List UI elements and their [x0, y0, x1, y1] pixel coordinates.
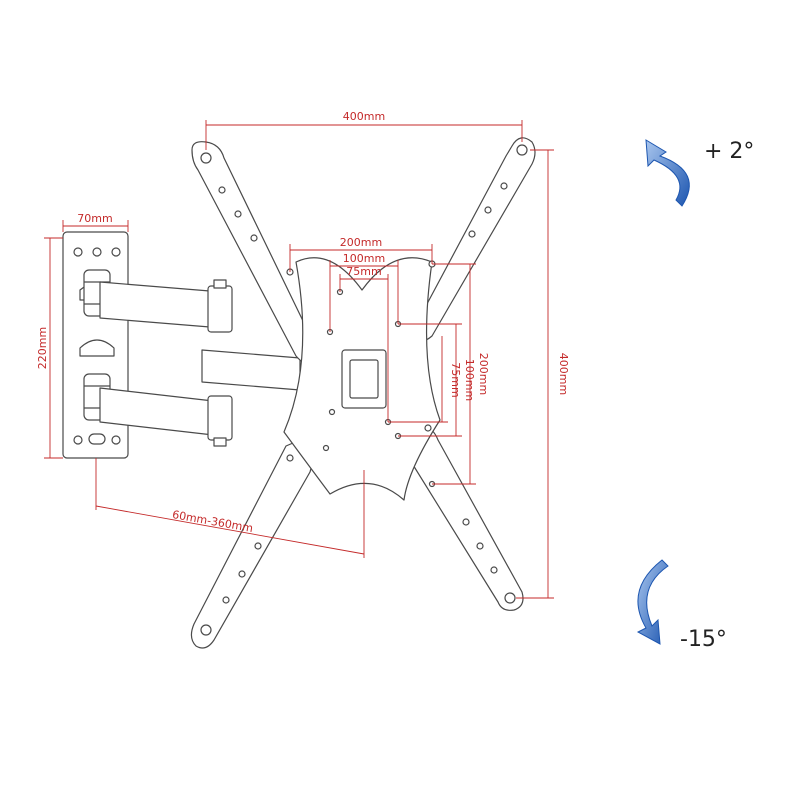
mounting-holes: [200, 144, 528, 636]
tilt-down-indicator: -15°: [636, 559, 727, 652]
tilt-up-arrow-icon: [645, 139, 690, 207]
middle-link: [201, 349, 301, 391]
label-vesa-200-height: 200mm: [477, 353, 490, 395]
label-extension-range: 60mm-360mm: [171, 508, 254, 535]
tilt-down-arrow-icon: [636, 559, 669, 645]
label-wall-plate-width: 70mm: [77, 212, 112, 225]
lower-arm: [99, 387, 233, 447]
label-vesa-100-height: 100mm: [463, 359, 476, 401]
label-vesa-100-width: 100mm: [343, 252, 385, 265]
label-wall-plate-height: 220mm: [36, 327, 49, 369]
label-right-height: 400mm: [557, 353, 570, 395]
label-top-width: 400mm: [343, 110, 385, 123]
dimension-lines: [44, 120, 554, 599]
mount-drawing: [62, 137, 536, 649]
label-vesa-75-width: 75mm: [346, 265, 381, 278]
upper-arm: [99, 279, 233, 333]
tilt-up-indicator: + 2°: [645, 139, 754, 207]
bracket-arm-top-right: [411, 137, 536, 342]
tilt-down-label: -15°: [680, 627, 727, 652]
bracket-arm-bottom-left: [190, 439, 313, 649]
label-vesa-75-height: 75mm: [449, 362, 462, 397]
label-vesa-200-width: 200mm: [340, 236, 382, 249]
tilt-up-label: + 2°: [704, 139, 754, 164]
